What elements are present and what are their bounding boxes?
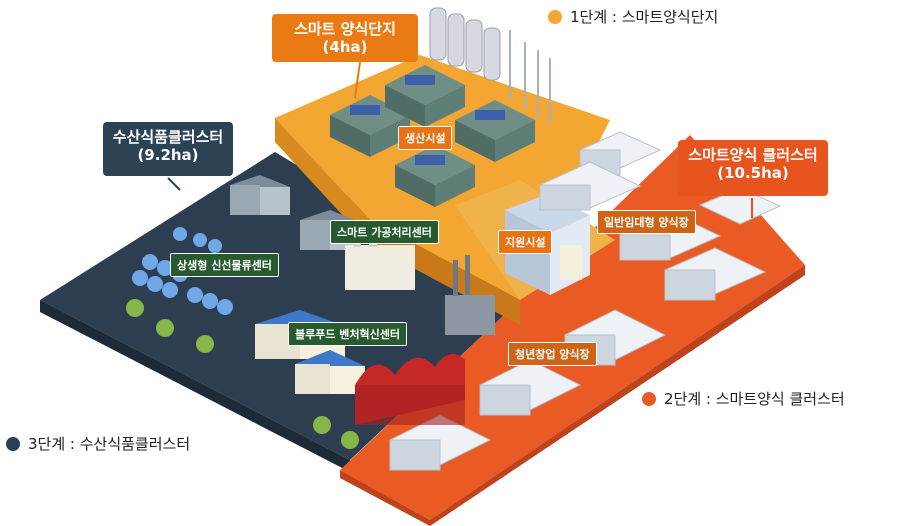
label-youth-farm: 청년창업 양식장: [508, 342, 597, 366]
legend-phase1: 1단계 : 스마트양식단지: [548, 6, 718, 27]
phase3-callout: 수산식품클러스터 (9.2ha): [103, 122, 233, 176]
phase2-callout-title: 스마트양식 클러스터: [688, 146, 818, 164]
phase1-callout-area: (4ha): [322, 38, 368, 56]
label-bluefood: 블루푸드 벤처혁신센터: [288, 322, 408, 346]
legend-phase1-dot: [548, 9, 562, 24]
phase1-callout-title: 스마트 양식단지: [294, 20, 396, 38]
legend-phase3: 3단계 : 수산식품클러스터: [6, 433, 190, 454]
phase3-buildings: [230, 175, 495, 425]
general-farm-buildings: [538, 131, 782, 301]
label-general-farm: 일반임대형 양식장: [597, 210, 696, 234]
legend-phase2: 2단계 : 스마트양식 클러스터: [642, 388, 845, 409]
legend-phase3-dot: [6, 436, 20, 451]
silo-group: [429, 7, 501, 81]
label-production: 생산시설: [398, 126, 453, 150]
label-processing: 스마트 가공처리센터: [330, 220, 439, 244]
legend-phase2-text: 2단계 : 스마트양식 클러스터: [664, 390, 845, 408]
phase2-callout-area: (10.5ha): [717, 164, 789, 182]
trees: [126, 299, 359, 449]
phase3-callout-area: (9.2ha): [137, 146, 199, 164]
legend-phase2-dot: [642, 391, 656, 406]
phase3-callout-title: 수산식품클러스터: [112, 128, 224, 146]
legend-phase3-text: 3단계 : 수산식품클러스터: [28, 435, 191, 453]
label-logistics: 상생형 신선물류센터: [170, 253, 279, 277]
legend-phase1-text: 1단계 : 스마트양식단지: [570, 8, 719, 26]
label-support: 지원시설: [498, 230, 553, 254]
phase2-callout: 스마트양식 클러스터 (10.5ha): [678, 140, 828, 196]
production-buildings: [330, 65, 535, 207]
phase1-callout: 스마트 양식단지 (4ha): [272, 14, 418, 62]
